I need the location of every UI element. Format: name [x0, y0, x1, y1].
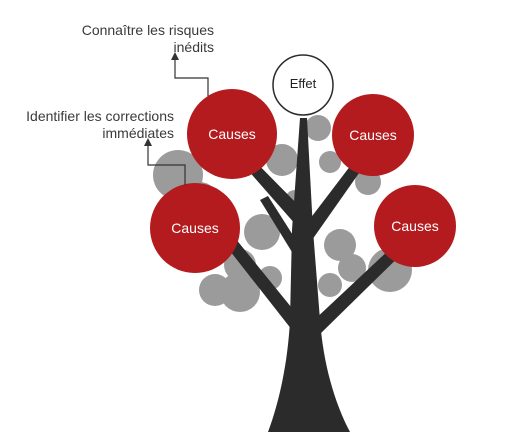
- annotation-top: Connaître les risques inédits: [40, 22, 214, 56]
- foliage-blob: [338, 254, 366, 282]
- effect-circle: [272, 54, 334, 116]
- annotation-left: Identifier les corrections immédiates: [6, 108, 174, 142]
- annotation-left-text: Identifier les corrections immédiates: [26, 108, 174, 141]
- cause-circle-upper-left: [187, 89, 277, 179]
- cause-label-lower-left: Causes: [171, 220, 219, 236]
- annotation-top-text: Connaître les risques inédits: [81, 22, 214, 55]
- tree-trunk: [268, 118, 350, 432]
- connector-top: [174, 58, 209, 96]
- foliage-blob: [319, 151, 341, 173]
- foliage: [153, 115, 412, 312]
- foliage-blob: [305, 115, 331, 141]
- cause-circle-upper-right: [332, 94, 414, 176]
- foliage-blob: [266, 144, 298, 176]
- arrow-up-icon: [144, 138, 152, 146]
- cause-circles: [150, 89, 456, 273]
- connectors: [147, 58, 209, 185]
- arrowheads: [144, 52, 179, 146]
- cause-label-upper-right: Causes: [349, 127, 397, 143]
- foliage-blob: [220, 272, 260, 312]
- arrow-up-icon: [171, 52, 179, 60]
- cause-label-upper-left: Causes: [208, 126, 256, 142]
- cause-circle-lower-right: [374, 185, 456, 267]
- branch-inner-left: [260, 196, 310, 270]
- cause-label-lower-right: Causes: [391, 218, 439, 234]
- cause-circle-lower-left: [150, 183, 240, 273]
- effect-label: Effet: [289, 76, 317, 91]
- foliage-blob: [324, 229, 356, 261]
- foliage-blob: [318, 273, 342, 297]
- foliage-blob: [244, 214, 280, 250]
- connector-left: [147, 144, 186, 185]
